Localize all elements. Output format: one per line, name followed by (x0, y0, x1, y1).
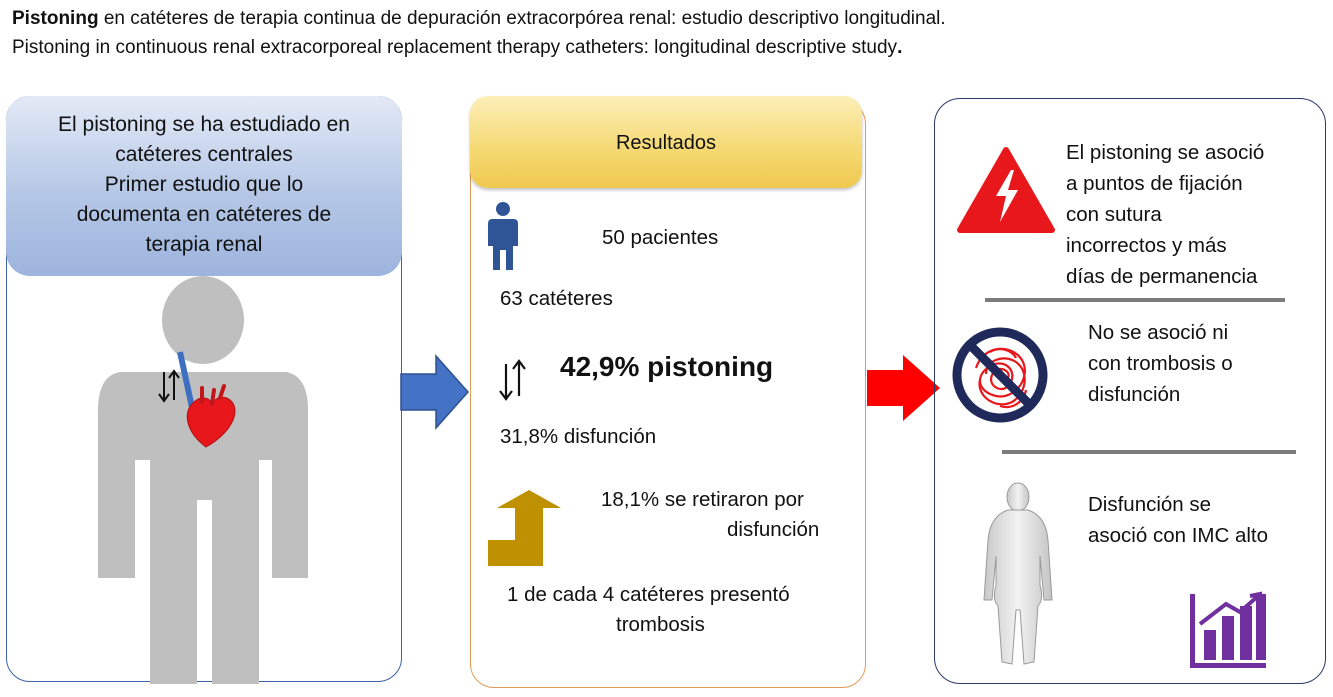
left-text-line: Primer estudio que lo (104, 173, 304, 196)
divider (985, 298, 1285, 302)
results-header: Resultados (470, 96, 862, 188)
title-spanish: Pistoning en catéteres de terapia contin… (12, 8, 946, 29)
left-text-line: documenta en catéteres de (76, 203, 332, 226)
title-english: Pistoning in continuous renal extracorpo… (12, 37, 903, 58)
left-panel-header: El pistoning se ha estudiado en catétere… (6, 96, 402, 276)
dysfunction-rate: 31,8% disfunción (500, 425, 657, 448)
finding2-line: con trombosis o (1088, 352, 1233, 375)
finding3-line: Disfunción se (1088, 493, 1212, 516)
finding1-line: con sutura (1066, 203, 1162, 226)
finding1-line: a puntos de fijación (1066, 172, 1243, 195)
title: Pistoning en catéteres de terapia contin… (12, 4, 946, 62)
finding1-line: El pistoning se asoció (1066, 141, 1265, 164)
divider (1002, 450, 1296, 454)
thrombosis-line1: 1 de cada 4 catéteres presentó (507, 583, 790, 606)
left-text-line: terapia renal (145, 233, 263, 256)
finding1-line: días de permanencia (1066, 265, 1258, 288)
left-text-line: El pistoning se ha estudiado en (58, 113, 350, 136)
pistoning-rate: 42,9% pistoning (560, 351, 774, 382)
finding3-line: asoció con IMC alto (1088, 524, 1269, 547)
right-panel (934, 98, 1326, 684)
removed-line1: 18,1% se retiraron por (601, 488, 804, 511)
finding2-line: disfunción (1088, 383, 1181, 406)
removed-line2: disfunción (727, 518, 820, 541)
catheters-count: 63 catéteres (500, 287, 613, 310)
patients-count: 50 pacientes (602, 226, 719, 249)
finding1-line: incorrectos y más (1066, 234, 1227, 257)
left-text-line: catéteres centrales (115, 143, 293, 166)
finding2-line: No se asoció ni (1088, 321, 1229, 344)
thrombosis-line2: trombosis (616, 613, 705, 636)
